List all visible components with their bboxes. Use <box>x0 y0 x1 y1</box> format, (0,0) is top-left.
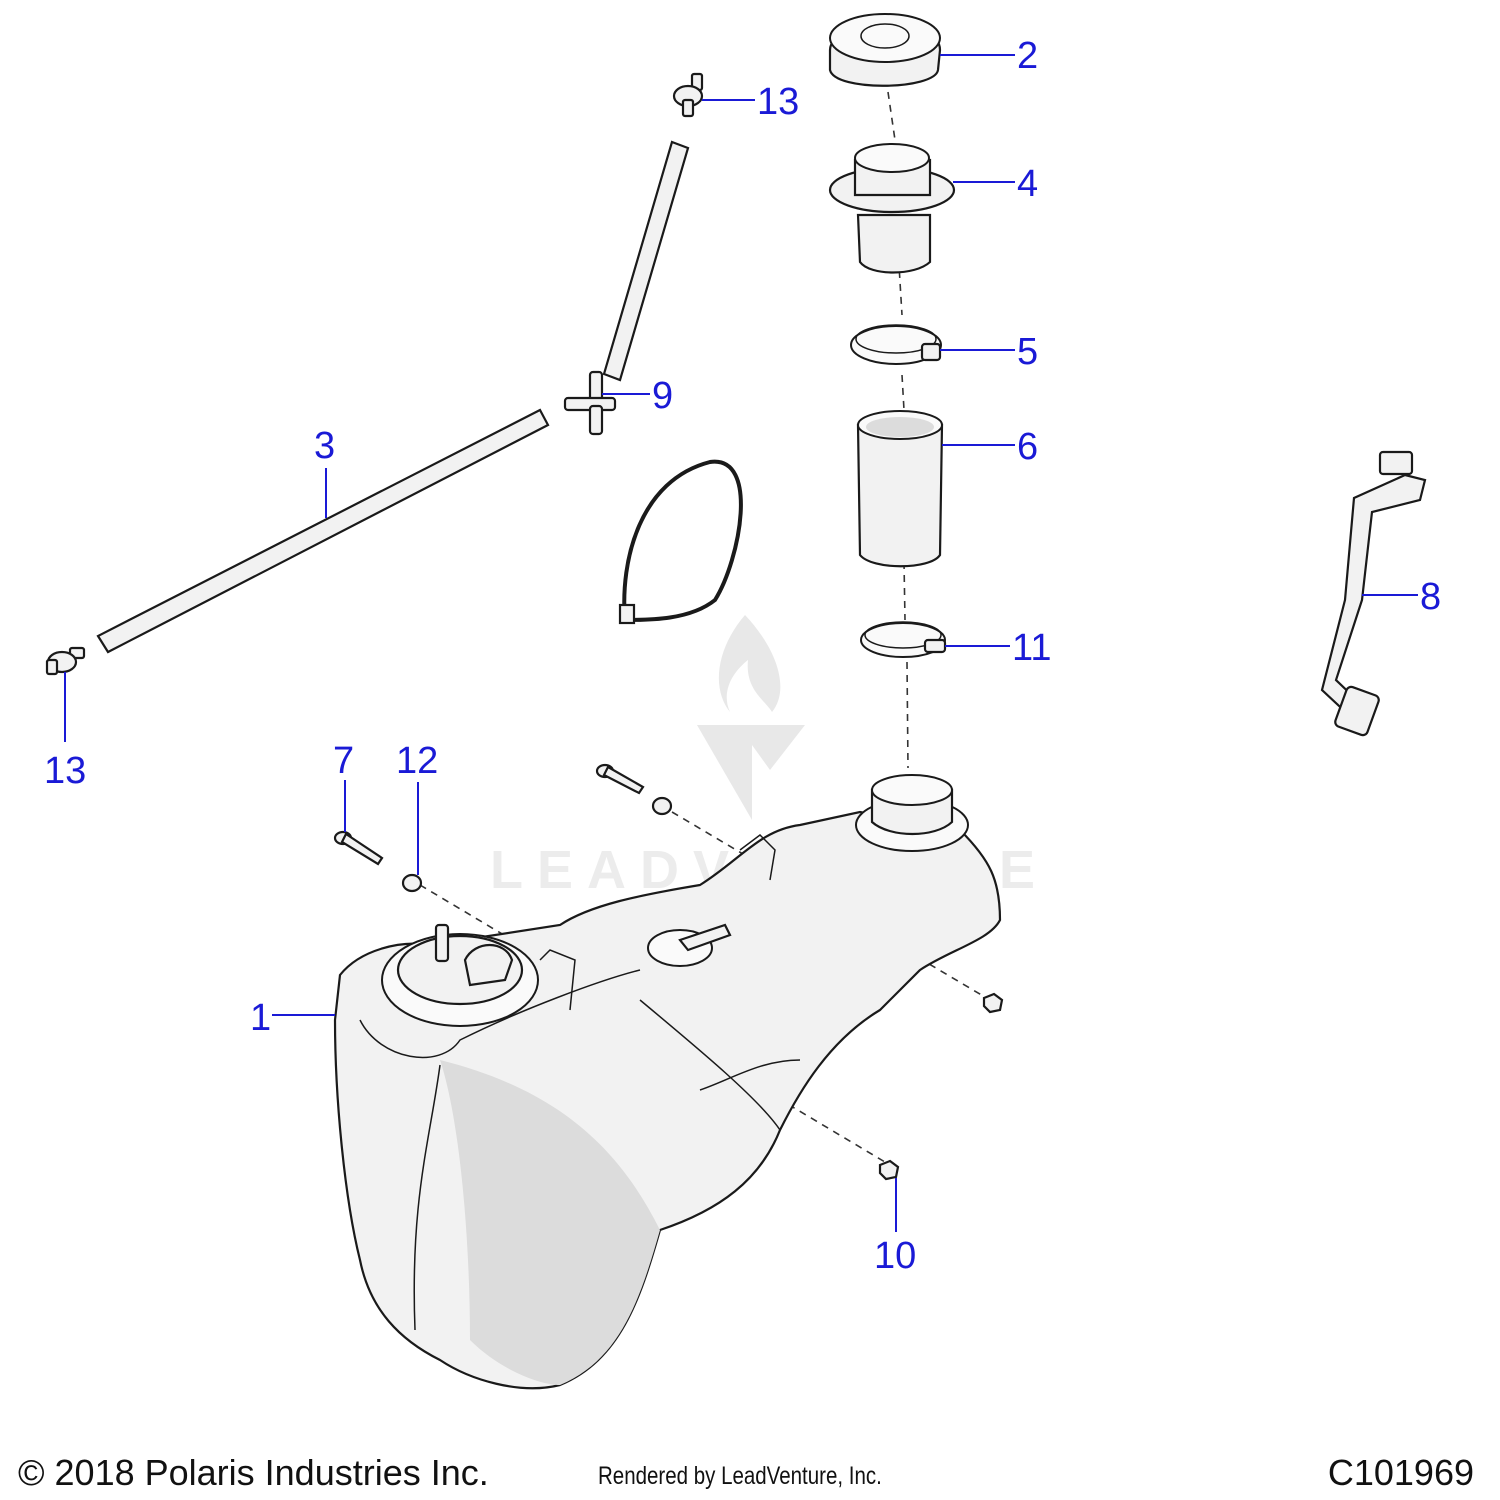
filler-neck-part <box>828 143 956 274</box>
callout-9: 9 <box>652 375 673 417</box>
vent-fitting-lower-part <box>45 646 86 676</box>
tee-fitting-part <box>563 370 617 436</box>
callout-6: 6 <box>1017 426 1038 468</box>
vent-fitting-top-part <box>672 72 704 118</box>
callout-1: 1 <box>250 997 271 1039</box>
clamp-lower-part <box>860 621 947 658</box>
bolt-right-part <box>595 763 645 795</box>
hose-part <box>856 410 944 568</box>
callout-13-lower: 13 <box>44 750 86 792</box>
vent-hose-upper-part <box>602 140 690 382</box>
nut-lower-part <box>878 1159 900 1181</box>
callout-10: 10 <box>874 1235 916 1277</box>
callout-3: 3 <box>314 425 335 467</box>
callout-5: 5 <box>1017 331 1038 373</box>
callout-13-top: 13 <box>757 81 799 123</box>
callout-12: 12 <box>396 740 438 782</box>
rendered-by-notice: Rendered by LeadVenture, Inc. <box>598 1462 882 1490</box>
bolt-left-part <box>333 830 384 866</box>
washer-right-part <box>651 796 673 816</box>
callout-2: 2 <box>1017 35 1038 77</box>
diagram-code: C101969 <box>1327 1452 1474 1493</box>
strap-buckle <box>618 603 636 625</box>
strap-part <box>622 459 743 623</box>
washer-left-part <box>401 873 423 893</box>
callout-4: 4 <box>1017 163 1038 205</box>
copyright-notice: © 2018 Polaris Industries Inc. <box>18 1452 489 1493</box>
fuel-tank-part <box>333 774 1002 1390</box>
assembly-axis <box>887 91 909 769</box>
callout-7: 7 <box>333 740 354 782</box>
vent-hose-long-part <box>96 408 550 654</box>
supply-line-part <box>1320 450 1427 737</box>
nut-right-part <box>982 992 1004 1014</box>
cap-part <box>828 13 942 87</box>
callout-11: 11 <box>1012 627 1051 669</box>
clamp-part <box>850 324 942 365</box>
callout-8: 8 <box>1420 576 1441 618</box>
